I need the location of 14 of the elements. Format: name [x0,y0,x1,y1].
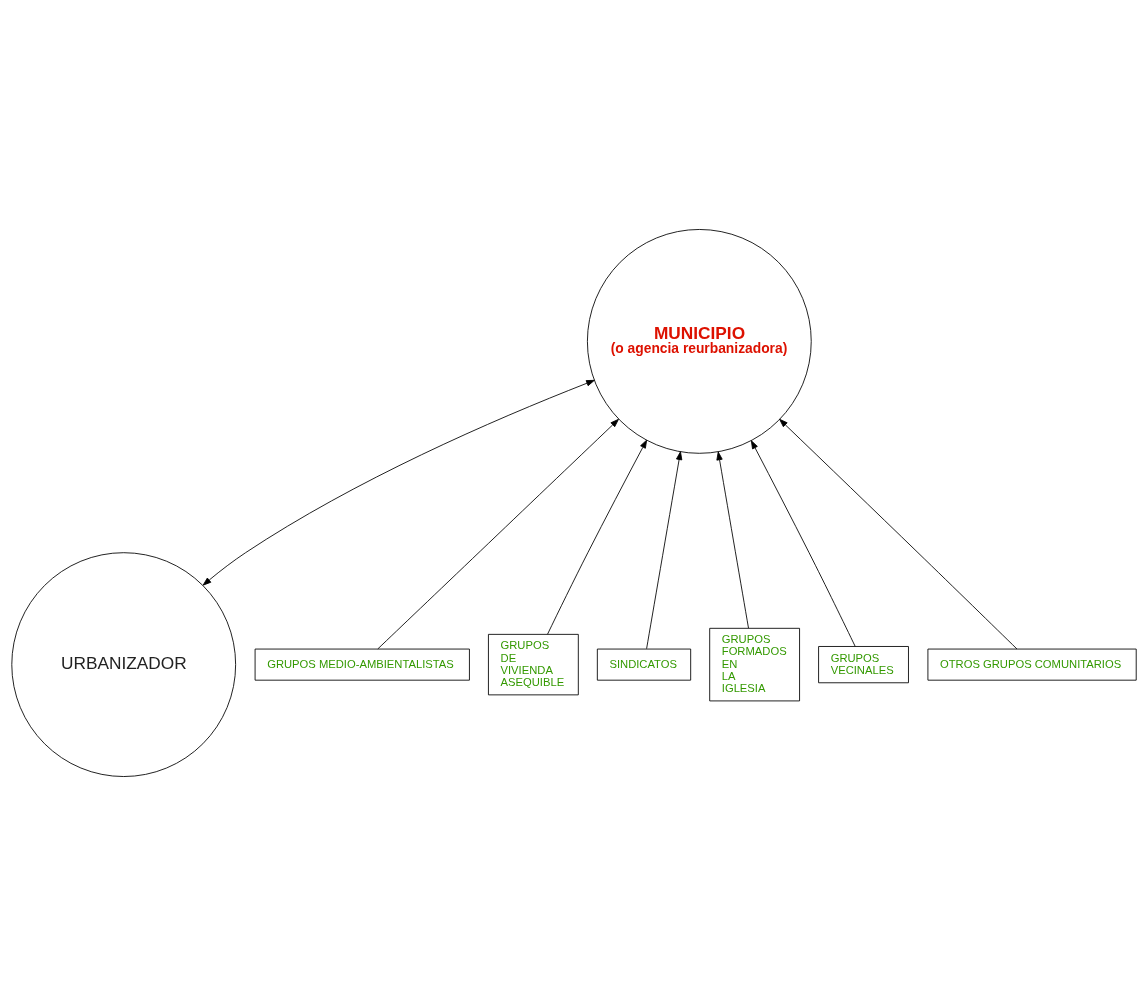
node-circle: URBANIZADOR [11,552,237,777]
node-box: GRUPOS MEDIO-AMBIENTALISTAS [254,648,470,681]
arrow [547,439,648,635]
arrow [779,418,1018,650]
arrow [377,418,619,650]
node-box: SINDICATOS [596,648,692,681]
arrow [750,440,856,647]
node-box: OTROS GRUPOS COMUNITARIOS [927,648,1137,681]
node-box: GRUPOS DE VIVIENDA ASEQUIBLE [488,633,579,696]
arrow [646,451,683,650]
arrow [716,451,749,629]
arrow [202,379,595,586]
node-box: GRUPOS VECINALES [818,646,909,684]
node-box: GRUPOS FORMADOS EN LA IGLESIA [709,627,800,702]
